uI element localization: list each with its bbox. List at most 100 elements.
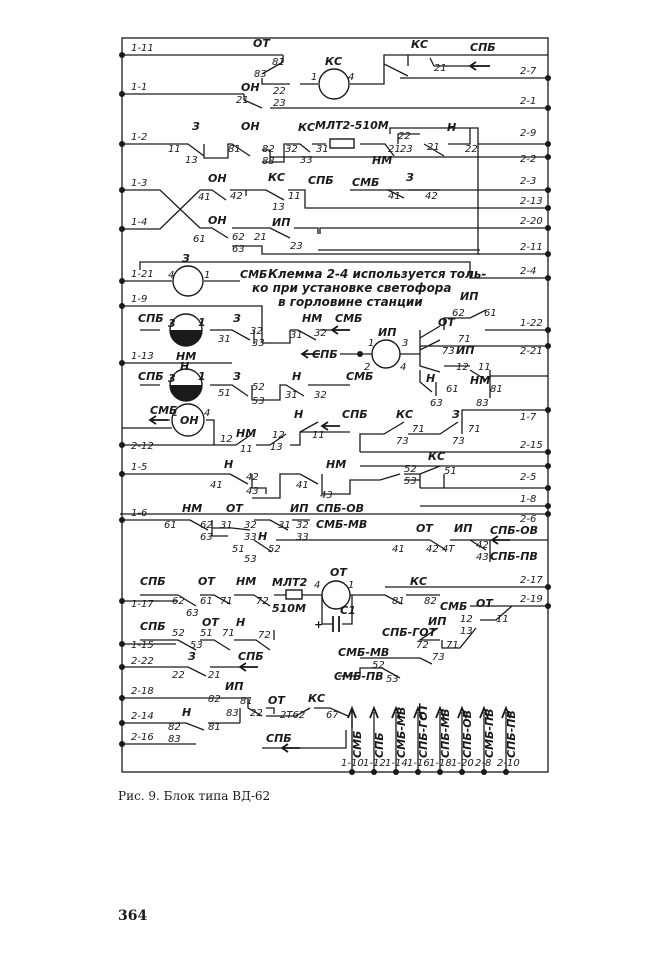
term-l-2-16: 2-16 [131, 732, 154, 743]
label-ot4: ОТ [416, 522, 434, 535]
label-n8: Н [182, 706, 191, 719]
pin-31c: 31 [290, 330, 303, 341]
pin-63d: 63 [186, 608, 199, 619]
term-l-1-21: 1-21 [131, 269, 154, 280]
pin-51d: 51 [200, 628, 213, 639]
term-r-2-9: 2-9 [520, 128, 536, 139]
pin-61c: 61 [446, 384, 459, 395]
pin-73c: 73 [452, 436, 465, 447]
pin-53b: 53 [404, 476, 417, 487]
pin-52b: 52 [404, 464, 417, 475]
label-ks: КС [411, 38, 428, 51]
label-ot3: ОТ [226, 502, 244, 515]
figure-caption: Рис. 9. Блок типа ВД-62 [118, 789, 271, 803]
pin-32f: 32 [296, 520, 309, 531]
term-l-1-5: 1-5 [131, 462, 147, 473]
term-r-2-21: 2-21 [520, 346, 543, 357]
term-l-2-12: 2-12 [131, 441, 154, 452]
bus-spb4: СПБ [312, 348, 338, 361]
bus-smb: СМБ [352, 176, 379, 189]
pin-62c: 62 [172, 596, 185, 607]
term-b-1-16: 1-16 [407, 758, 430, 769]
relay-on-coil [171, 403, 205, 437]
pin-4: 4 [348, 72, 354, 83]
term-l-1-17: 1-17 [131, 599, 154, 610]
pin-22: 22 [273, 86, 286, 97]
label-ot6: ОТ [476, 597, 494, 610]
pin-73d: 73 [432, 652, 445, 663]
pin-4d: 4 [204, 408, 210, 419]
note-line-2: ко при установке светофора [252, 281, 452, 295]
pin-21e: 21 [254, 232, 267, 243]
pin-13c: 13 [270, 442, 283, 453]
row-nm-ot-ip: НМ 61 62 63 ОТ 31 32 33 Н ИП 31 32 33 СП… [164, 502, 548, 565]
pin-31f: 31 [278, 520, 291, 531]
pin-51: 51 [218, 388, 231, 399]
label-ks2: КС [298, 121, 315, 134]
label-n5: Н [224, 458, 233, 471]
pin-51c: 51 [232, 544, 245, 555]
row-z-2-22: З 22 21 СПБ [172, 650, 264, 681]
pin-1d: 1 [368, 338, 374, 349]
row-z-relay-note: З 4 1 СМБ Клемма 2-4 используется толь- … [165, 252, 486, 309]
label-on4: ОН [208, 214, 227, 227]
bottom-bus-spb-mv: СПБ-МВ [439, 708, 452, 758]
pin-73: 73 [442, 346, 455, 357]
bus-spb-got: СПБ-ГОТ [382, 626, 438, 639]
note-line-1: Клемма 2-4 используется толь- [268, 267, 486, 281]
bus-smb4: СМБ [346, 370, 373, 383]
label-ip: ИП [272, 216, 290, 229]
pin-12b: 12 [220, 434, 233, 445]
term-l-1-4: 1-4 [131, 217, 147, 228]
pin-21b: 21 [434, 63, 447, 74]
term-b-1-10: 1-10 [341, 758, 364, 769]
label-z6: З [188, 650, 196, 663]
term-l-1-15: 1-15 [131, 640, 154, 651]
pin-13b: 13 [272, 202, 285, 213]
row-on-ks-ip: ОН 41 42 КС 11 13 СПБ СМБ З 41 42 ОН 61 … [193, 171, 480, 255]
pin-83c: 83 [476, 398, 489, 409]
pin-42c: 42 [246, 472, 259, 483]
pin-22d: 22 [172, 670, 185, 681]
bottom-bus-spb: СПБ [373, 732, 386, 758]
pin-11: 11 [168, 144, 181, 155]
pin-1: 1 [311, 72, 317, 83]
pin-53: 53 [252, 396, 265, 407]
pin-61: 61 [193, 234, 206, 245]
capacitor-plus: + [314, 618, 323, 631]
label-on: ОН [241, 81, 260, 94]
pin-52: 52 [252, 382, 265, 393]
pin-22c: 22 [465, 144, 478, 155]
pin-11e: 11 [312, 430, 325, 441]
label-ot5: ОТ [198, 575, 216, 588]
bus-spb8: СПБ [140, 620, 166, 633]
pin-21f: 21 [208, 670, 221, 681]
label-z2: З [406, 171, 414, 184]
bus-spb2: СПБ [308, 174, 334, 187]
label-ip4: ИП [290, 502, 308, 515]
relay-z-label: З [182, 252, 190, 265]
pin-81f: 81 [208, 722, 221, 733]
pin-3c: 3 [168, 372, 176, 385]
pin-43c: 43 [476, 552, 489, 563]
bus-spb-ov: СПБ-ОВ [316, 502, 364, 515]
pin-2: 2 [364, 362, 370, 373]
label-ot: ОТ [253, 37, 271, 50]
label-ks5: КС [428, 450, 445, 463]
pin-71d: 71 [220, 596, 233, 607]
pin-41d: 41 [296, 480, 309, 491]
bus-smb5: СМБ [150, 404, 177, 417]
label-ip2: ИП [460, 290, 478, 303]
pin-41c: 41 [210, 480, 223, 491]
term-b-2-10: 2-10 [497, 758, 520, 769]
label-z5: З [452, 408, 460, 421]
term-r-2-4: 2-4 [520, 266, 536, 277]
pin-3: 3 [168, 317, 176, 330]
label-ip7: ИП [225, 680, 243, 693]
pin-11f: 11 [496, 614, 509, 625]
bus-spb10: СПБ [266, 732, 292, 745]
pin-23c: 23 [290, 241, 303, 252]
bottom-bus-smb: СМБ [351, 731, 364, 758]
pin-21c: 21 [388, 144, 401, 155]
